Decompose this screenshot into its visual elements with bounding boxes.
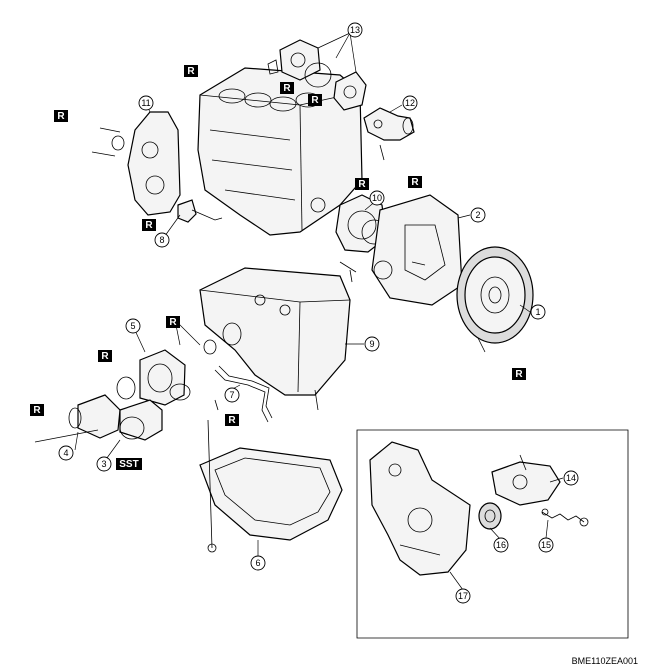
replace-badge-text: R xyxy=(358,179,366,190)
flywheel xyxy=(456,246,534,353)
replace-badge-text: R xyxy=(33,405,41,416)
svg-text:15: 15 xyxy=(541,540,551,550)
replace-badge: R xyxy=(54,110,68,122)
oil-pan-upper xyxy=(199,267,351,411)
sst-badge-text: SST xyxy=(119,459,138,470)
svg-text:7: 7 xyxy=(229,390,234,400)
replace-badge: R xyxy=(408,176,422,188)
replace-badges: R R R R R R R R R R R R xyxy=(30,65,526,426)
oil-strainer-pipe xyxy=(214,365,273,423)
svg-text:14: 14 xyxy=(566,473,576,483)
svg-text:2: 2 xyxy=(475,210,480,220)
svg-text:13: 13 xyxy=(350,25,360,35)
replace-badge-text: R xyxy=(101,351,109,362)
replace-badge: R xyxy=(280,82,294,94)
replace-badge: R xyxy=(30,404,44,416)
replace-badge-text: R xyxy=(187,66,195,77)
callout-13: 13 xyxy=(347,22,363,38)
relief-valve xyxy=(541,508,589,527)
callout-14: 14 xyxy=(563,470,579,486)
thermostat-housing-assembly xyxy=(267,39,367,111)
front-cover-inset xyxy=(369,441,471,576)
callouts: 1 2 3 4 5 6 7 8 9 10 11 12 13 14 15 16 1… xyxy=(58,22,579,604)
replace-badge: R xyxy=(308,94,322,106)
oil-filter-adapter xyxy=(116,322,242,406)
replace-badge-text: R xyxy=(515,369,523,380)
svg-text:8: 8 xyxy=(159,235,164,245)
end-plate xyxy=(371,194,463,306)
svg-text:3: 3 xyxy=(101,459,106,469)
callout-1: 1 xyxy=(530,304,546,320)
figure-code: BME110ZEA001 xyxy=(572,656,638,666)
callout-5: 5 xyxy=(125,318,141,334)
svg-text:17: 17 xyxy=(458,591,468,601)
svg-text:5: 5 xyxy=(130,321,135,331)
replace-badge: R xyxy=(98,350,112,362)
svg-text:11: 11 xyxy=(141,98,150,108)
replace-badge: R xyxy=(512,368,526,380)
callout-6: 6 xyxy=(250,555,266,571)
callout-9: 9 xyxy=(364,336,380,352)
svg-text:16: 16 xyxy=(496,540,506,550)
replace-badge-text: R xyxy=(283,83,291,94)
callout-16: 16 xyxy=(493,537,509,553)
replace-badge: R xyxy=(184,65,198,77)
callout-7: 7 xyxy=(224,387,240,403)
front-cover-upper xyxy=(91,111,181,216)
callout-4: 4 xyxy=(58,445,74,461)
inset-frame xyxy=(356,429,629,639)
replace-badge-text: R xyxy=(411,177,419,188)
callout-11: 11 xyxy=(138,95,154,111)
callout-10: 10 xyxy=(369,190,385,206)
oil-pump-rotor xyxy=(478,502,502,530)
replace-badge-text: R xyxy=(228,415,236,426)
svg-text:4: 4 xyxy=(63,448,68,458)
replace-badge-text: R xyxy=(145,220,153,231)
oil-cooler xyxy=(34,394,121,443)
oil-pump-body xyxy=(491,454,561,506)
replace-badge: R xyxy=(225,414,239,426)
replace-badge-text: R xyxy=(311,95,319,106)
replace-badge: R xyxy=(166,316,180,328)
oil-pan xyxy=(199,419,343,553)
callout-12: 12 xyxy=(402,95,418,111)
replace-badge-text: R xyxy=(169,317,177,328)
oil-strainer-upper xyxy=(177,199,223,223)
svg-text:10: 10 xyxy=(372,193,382,203)
cylinder-block xyxy=(197,67,363,236)
replace-badge-text: R xyxy=(57,111,65,122)
callout-17: 17 xyxy=(455,588,471,604)
callout-15: 15 xyxy=(538,537,554,553)
callout-8: 8 xyxy=(154,232,170,248)
svg-text:12: 12 xyxy=(405,98,415,108)
svg-text:9: 9 xyxy=(369,339,374,349)
replace-badge: R xyxy=(142,219,156,231)
sst-badge: SST xyxy=(116,458,142,470)
svg-text:1: 1 xyxy=(535,307,540,317)
callout-3: 3 xyxy=(96,456,112,472)
replace-badge: R xyxy=(355,178,369,190)
svg-text:6: 6 xyxy=(255,558,260,568)
callout-2: 2 xyxy=(470,207,486,223)
water-outlet xyxy=(363,107,415,161)
oil-filter xyxy=(119,399,163,441)
